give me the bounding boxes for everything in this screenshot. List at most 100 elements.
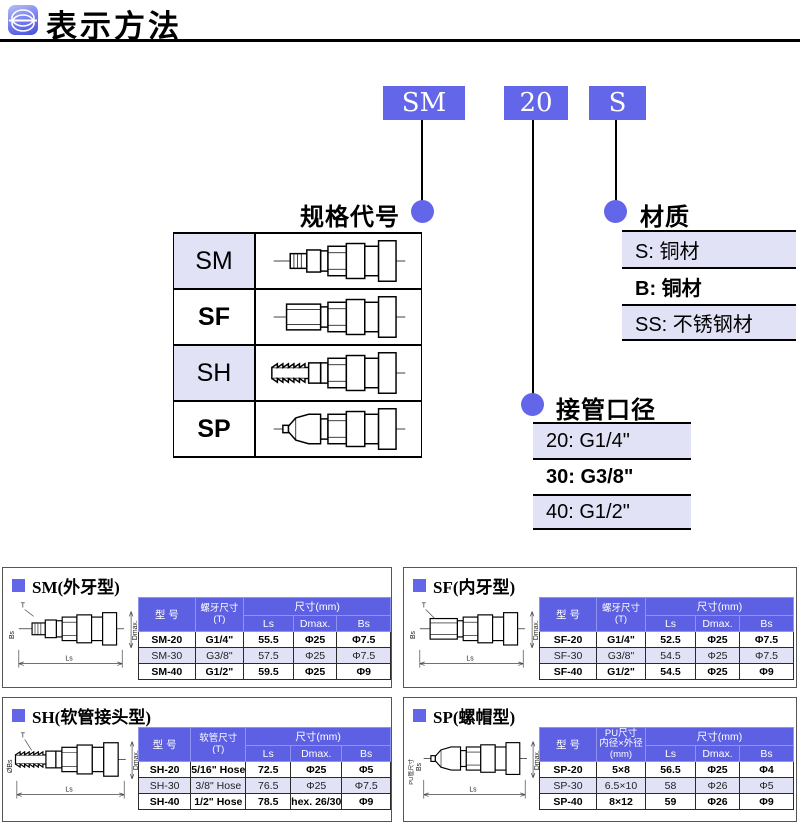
svg-text:Dmax.: Dmax. <box>534 750 539 770</box>
cell-bs: Φ5 <box>341 761 391 778</box>
col-header-bs: Bs <box>341 745 391 762</box>
panel-sp-title: SP(螺帽型) <box>413 703 515 728</box>
sm-dimension-drawing: T Bs Ls Dmax. <box>9 603 138 668</box>
material-option: S: 铜材 <box>622 230 796 267</box>
col-header-ls: Ls <box>645 745 696 762</box>
cell-ls: 76.5 <box>245 777 292 794</box>
spec-code-label: SF <box>174 290 256 344</box>
col-header-model: 型 号 <box>137 727 192 762</box>
cell-dmax: Φ25 <box>695 761 740 778</box>
cell-ls: 58 <box>645 777 696 794</box>
cell-model: SM-20 <box>138 631 196 648</box>
cell-pu: 5×8 <box>596 761 646 778</box>
bullet-dot-diameter <box>521 393 544 416</box>
panel-sh-title: SH(软管接头型) <box>12 703 151 728</box>
sm-dimension-table: 型 号 螺牙尺寸 (T) 尺寸(mm) Ls Dmax. Bs SM-20 G1… <box>138 597 391 680</box>
svg-text:Dmax.: Dmax. <box>132 620 138 640</box>
svg-text:Bs: Bs <box>410 630 417 639</box>
panel-title-text: SM(外牙型) <box>32 578 120 597</box>
table-row: SH-20 5/16" Hose 72.5 Φ25 Φ5 <box>137 761 391 778</box>
cell-dmax: Φ25 <box>290 761 343 778</box>
col-header-size: 尺寸(mm) <box>243 597 391 616</box>
col-header-thread: 螺牙尺寸 (T) <box>596 597 646 632</box>
col-header-ls: Ls <box>645 615 696 632</box>
panel-sf-title: SF(内牙型) <box>413 573 515 598</box>
col-header-dmax: Dmax. <box>695 745 740 762</box>
table-row: SM-40 G1/2" 59.5 Φ25 Φ9 <box>138 663 391 680</box>
diameter-options-list: 20: G1/4" 30: G3/8" 40: G1/2" <box>533 422 691 530</box>
cell-hose: 1/2" Hose <box>190 793 247 810</box>
page-header: 表示方法 <box>0 0 800 44</box>
col-header-hose: 软管尺寸 (T) <box>190 727 247 762</box>
svg-text:Dmax.: Dmax. <box>533 620 539 640</box>
cell-bs: Φ7.5 <box>336 647 391 664</box>
cell-thread: G1/2" <box>194 663 245 680</box>
cell-thread: G3/8" <box>596 647 646 664</box>
spec-row-sh: SH <box>174 346 421 402</box>
col-header-model: 型 号 <box>138 597 196 632</box>
diameter-option: 20: G1/4" <box>533 422 691 458</box>
cell-model: SP-40 <box>539 793 597 810</box>
cell-thread: G3/8" <box>194 647 245 664</box>
square-bullet-icon <box>413 709 426 722</box>
spec-row-image-cell <box>256 402 421 456</box>
table-row: SF-30 G3/8" 54.5 Φ25 Φ7.5 <box>539 647 794 664</box>
table-row: SF-20 G1/4" 52.5 Φ25 Φ7.5 <box>539 631 794 648</box>
material-option: B: 铜材 <box>622 267 796 304</box>
cell-dmax: Φ26 <box>695 793 740 810</box>
square-bullet-icon <box>12 709 25 722</box>
spec-row-sf: SF <box>174 290 421 346</box>
bullet-dot-spec <box>411 200 434 223</box>
spec-row-image-cell <box>256 346 421 400</box>
code-box-series: SM <box>383 86 465 120</box>
sp-dimension-drawing: PU管尺寸 Bs Ls Dmax. <box>407 741 539 799</box>
material-options-list: S: 铜材 B: 铜材 SS: 不锈钢材 <box>622 230 796 341</box>
svg-text:T: T <box>21 603 26 610</box>
col-header-model: 型 号 <box>539 727 597 762</box>
sh-dimension-table: 型 号 软管尺寸 (T) 尺寸(mm) Ls Dmax. Bs SH-20 5/… <box>137 727 391 810</box>
cell-bs: Φ4 <box>739 761 794 778</box>
svg-text:Ls: Ls <box>65 787 73 794</box>
cell-ls: 52.5 <box>645 631 696 648</box>
col-header-dmax: Dmax. <box>292 615 338 632</box>
cell-hose: 3/8" Hose <box>190 777 247 794</box>
cell-pu: 8×12 <box>596 793 646 810</box>
cell-dmax: Φ25 <box>292 631 338 648</box>
panel-title-text: SH(软管接头型) <box>32 708 151 727</box>
spec-code-table: SM SF SH SP <box>173 232 422 458</box>
cell-ls: 78.5 <box>245 793 292 810</box>
spec-row-sp: SP <box>174 402 421 458</box>
sf-dimension-drawing: T Bs Ls Dmax. <box>410 603 539 668</box>
svg-text:Ls: Ls <box>65 656 73 663</box>
col-header-bs: Bs <box>336 615 391 632</box>
cell-model: SP-30 <box>539 777 597 794</box>
panel-sm: SM(外牙型) T Bs Ls Dmax. 型 号 螺牙尺寸 (T) 尺寸(mm… <box>2 567 392 688</box>
cell-bs: Φ7.5 <box>341 777 391 794</box>
cell-ls: 54.5 <box>645 647 696 664</box>
cell-thread: G1/4" <box>194 631 245 648</box>
sf-dimension-table: 型 号 螺牙尺寸 (T) 尺寸(mm) Ls Dmax. Bs SF-20 G1… <box>539 597 794 680</box>
cell-model: SF-40 <box>539 663 597 680</box>
cell-bs: Φ9 <box>341 793 391 810</box>
cell-dmax: Φ25 <box>292 647 338 664</box>
cell-model: SH-20 <box>137 761 192 778</box>
spec-section-label: 规格代号 <box>300 204 400 231</box>
col-header-pu: PU尺寸 内径×外径 (mm) <box>596 727 646 762</box>
cell-ls: 54.5 <box>645 663 696 680</box>
svg-text:Bs: Bs <box>416 762 423 771</box>
panel-title-text: SP(螺帽型) <box>433 708 516 727</box>
cell-bs: Φ7.5 <box>739 631 794 648</box>
col-header-ls: Ls <box>243 615 294 632</box>
spec-row-sm: SM <box>174 234 421 290</box>
cell-model: SM-40 <box>138 663 196 680</box>
table-row: SP-30 6.5×10 58 Φ26 Φ5 <box>539 777 794 794</box>
sp-dimension-table: 型 号 PU尺寸 内径×外径 (mm) 尺寸(mm) Ls Dmax. Bs S… <box>539 727 794 810</box>
cell-dmax: Φ25 <box>695 631 740 648</box>
cell-ls: 59 <box>645 793 696 810</box>
connector-line-size <box>532 120 534 395</box>
cell-bs: Φ9 <box>739 793 794 810</box>
col-header-dmax: Dmax. <box>695 615 740 632</box>
sf-coupling-drawing <box>263 294 415 340</box>
svg-text:Ls: Ls <box>466 656 474 663</box>
svg-text:T: T <box>422 603 427 610</box>
